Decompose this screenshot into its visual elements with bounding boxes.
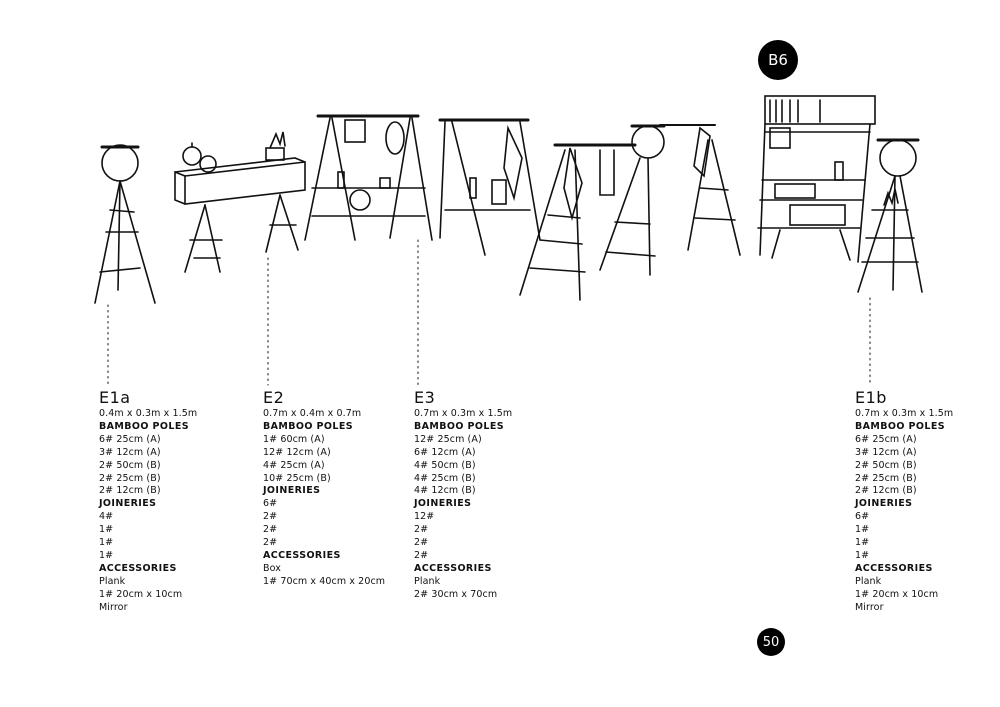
accessory-item: 1# 20cm x 10cm (99, 588, 183, 600)
bamboo-item: 12# 25cm (A) (414, 433, 482, 445)
accessory-item: Plank (99, 575, 126, 587)
bamboo-item: 1# 60cm (A) (263, 433, 325, 445)
accessory-item: Box (263, 562, 281, 574)
joinery-item: 12# (414, 511, 435, 523)
accessory-item: Plank (855, 575, 882, 587)
bamboo-item: 2# 25cm (B) (855, 472, 917, 484)
bamboo-item: 3# 12cm (A) (99, 446, 161, 458)
accessory-item: Plank (414, 575, 441, 587)
accessory-item: Mirror (99, 601, 128, 613)
module-dimensions: 0.7m x 0.3m x 1.5m (855, 408, 954, 419)
joineries-heading: JOINERIES (414, 498, 472, 510)
joinery-item: 1# (855, 549, 870, 561)
bamboo-item: 4# 25cm (A) (263, 459, 325, 471)
joinery-item: 4# (99, 511, 114, 523)
leader-lines (107, 239, 871, 386)
bamboo-item: 3# 12cm (A) (855, 446, 917, 458)
joinery-item: 6# (263, 498, 278, 510)
module-dimensions: 0.4m x 0.3m x 1.5m (99, 408, 198, 419)
joinery-item: 2# (414, 524, 429, 536)
accessories-heading: ACCESSORIES (99, 562, 177, 574)
joinery-item: 1# (99, 549, 114, 561)
bamboo-item: 4# 12cm (B) (414, 485, 476, 497)
module-code: E3 (414, 388, 436, 407)
bamboo-item: 6# 25cm (A) (855, 433, 917, 445)
accessories-heading: ACCESSORIES (263, 549, 341, 561)
bamboo-item: 2# 25cm (B) (99, 472, 161, 484)
accessories-heading: ACCESSORIES (855, 562, 933, 574)
joineries-heading: JOINERIES (855, 498, 913, 510)
e3-shelf-drawing (304, 114, 433, 241)
joinery-item: 1# (99, 537, 114, 549)
bamboo-poles-heading: BAMBOO POLES (99, 420, 189, 432)
bamboo-item: 2# 50cm (B) (99, 459, 161, 471)
module-dimensions: 0.7m x 0.3m x 1.5m (414, 408, 513, 419)
joinery-item: 2# (263, 537, 278, 549)
bamboo-item: 2# 50cm (B) (855, 459, 917, 471)
spec-column-e3: E3 0.7m x 0.3m x 1.5m BAMBOO POLES 12# 2… (414, 388, 564, 602)
bamboo-item: 10# 25cm (B) (263, 472, 331, 484)
spec-column-e1a: E1a 0.4m x 0.3m x 1.5m BAMBOO POLES 6# 2… (99, 388, 249, 615)
accessory-item: 1# 70cm x 40cm x 20cm (263, 575, 386, 587)
spec-column-e1b: E1b 0.7m x 0.3m x 1.5m BAMBOO POLES 6# 2… (855, 388, 1000, 615)
joineries-heading: JOINERIES (99, 498, 157, 510)
clothes-rack-drawing (438, 118, 741, 301)
joinery-item: 2# (414, 537, 429, 549)
section-badge: B6 (758, 40, 798, 80)
joineries-heading: JOINERIES (263, 485, 321, 497)
page-number-badge: 50 (757, 628, 785, 656)
bamboo-poles-heading: BAMBOO POLES (855, 420, 945, 432)
joinery-item: 2# (263, 511, 278, 523)
bamboo-poles-heading: BAMBOO POLES (414, 420, 504, 432)
bamboo-item: 6# 25cm (A) (99, 433, 161, 445)
joinery-item: 1# (99, 524, 114, 536)
accessory-item: Mirror (855, 601, 884, 613)
accessory-item: 1# 20cm x 10cm (855, 588, 939, 600)
bamboo-item: 6# 12cm (A) (414, 446, 476, 458)
bamboo-poles-heading: BAMBOO POLES (263, 420, 353, 432)
e1a-stand-drawing (94, 144, 156, 304)
joinery-item: 1# (855, 537, 870, 549)
joinery-item: 2# (263, 524, 278, 536)
joinery-item: 1# (855, 524, 870, 536)
module-code: E1a (99, 388, 131, 407)
e1b-stand-drawing (857, 138, 923, 293)
accessories-heading: ACCESSORIES (414, 562, 492, 574)
bamboo-item: 4# 50cm (B) (414, 459, 476, 471)
bookshelf-drawing (757, 95, 876, 263)
accessory-item: 2# 30cm x 70cm (414, 588, 498, 600)
module-dimensions: 0.7m x 0.4m x 0.7m (263, 408, 362, 419)
e2-box-stand-drawing (174, 131, 306, 273)
joinery-item: 6# (855, 511, 870, 523)
bamboo-item: 2# 12cm (B) (99, 485, 161, 497)
bamboo-item: 4# 25cm (B) (414, 472, 476, 484)
module-code: E2 (263, 388, 285, 407)
module-code: E1b (855, 388, 887, 407)
bamboo-item: 12# 12cm (A) (263, 446, 331, 458)
spec-column-e2: E2 0.7m x 0.4m x 0.7m BAMBOO POLES 1# 60… (263, 388, 413, 589)
joinery-item: 2# (414, 549, 429, 561)
bamboo-item: 2# 12cm (B) (855, 485, 917, 497)
